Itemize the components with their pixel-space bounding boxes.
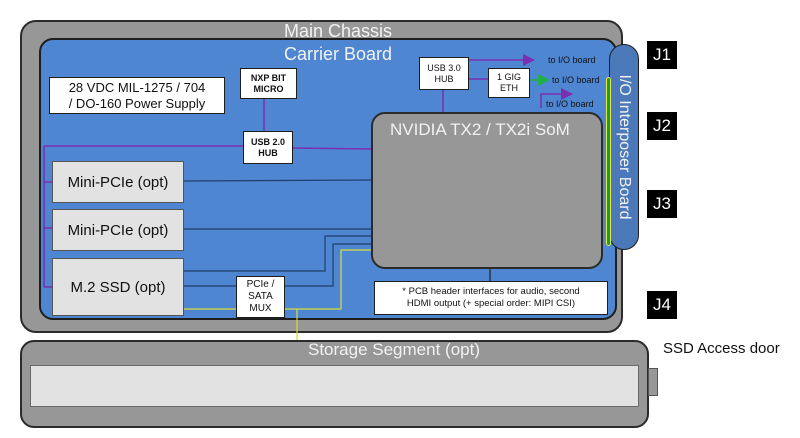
- pcb-header-note: * PCB header interfaces for audio, secon…: [374, 281, 608, 315]
- mux-line2: SATA: [248, 291, 273, 302]
- pcie-line-ssd: [183, 235, 372, 272]
- eth-line1: 1 GIG: [496, 72, 521, 82]
- io-link-label-2: to I/O board: [552, 75, 600, 85]
- slot-3-label: M.2 SSD (opt): [70, 278, 166, 296]
- mini-pcie-slot-1: Mini-PCIe (opt): [52, 161, 184, 203]
- slot-1-label: Mini-PCIe (opt): [67, 173, 169, 191]
- usb2-hub: USB 2.0 HUB: [243, 131, 293, 164]
- usb-line-io3: [540, 88, 573, 108]
- ssd-access-door-label: SSD Access door: [663, 340, 780, 357]
- sata-line-mux-som: [285, 249, 372, 310]
- ssd-access-door-handle[interactable]: [648, 368, 658, 396]
- mini-pcie-slot-2: Mini-PCIe (opt): [52, 209, 184, 251]
- pcie-sata-mux: PCIe / SATA MUX: [236, 276, 285, 318]
- pcie-line-slot1: [182, 179, 373, 182]
- mux-line1: PCIe /: [246, 279, 275, 290]
- power-supply-line1: 28 VDC MIL-1275 / 704: [68, 79, 206, 95]
- connector-j1: J1: [647, 41, 677, 69]
- usb-line-hub-som: [291, 147, 373, 150]
- slot-2-label: Mini-PCIe (opt): [67, 221, 169, 239]
- header-note-line2: HDMI output (+ special order: MIPI CSI): [406, 298, 576, 309]
- header-note-line1: * PCB header interfaces for audio, secon…: [402, 286, 580, 297]
- usb3-line1: USB 3.0: [427, 62, 461, 73]
- io-link-label-1: to I/O board: [548, 55, 596, 65]
- nxp-bit-micro: NXP BIT MICRO: [240, 68, 297, 99]
- connector-j4: J4: [647, 291, 677, 319]
- io-interposer-board: [609, 44, 639, 250]
- gig-eth: 1 GIG ETH: [488, 68, 530, 98]
- ssd-bay: [30, 365, 639, 407]
- io-link-label-3: to I/O board: [546, 99, 594, 109]
- eth-line2: ETH: [500, 83, 518, 93]
- mux-line3: MUX: [249, 303, 272, 314]
- interposer-connector-strip: [606, 77, 611, 246]
- connector-j3: J3: [647, 190, 677, 218]
- storage-segment-label: Storage Segment (opt): [308, 340, 480, 359]
- som-label: NVIDIA TX2 / TX2i SoM: [390, 120, 570, 139]
- usb3-hub: USB 3.0 HUB: [419, 57, 469, 90]
- connector-j2: J2: [647, 112, 677, 140]
- m2-ssd-slot: M.2 SSD (opt): [52, 258, 184, 316]
- usb3-line2: HUB: [434, 73, 454, 84]
- nxp-line1: NXP BIT: [250, 72, 287, 83]
- power-supply: 28 VDC MIL-1275 / 704 / DO-160 Power Sup…: [49, 77, 225, 114]
- usb2-line2: HUB: [258, 147, 278, 158]
- interposer-label: I/O Interposer Board: [616, 74, 633, 220]
- power-supply-line2: / DO-160 Power Supply: [68, 95, 206, 111]
- usb2-line1: USB 2.0: [250, 136, 285, 147]
- nxp-line2: MICRO: [253, 83, 284, 94]
- pcie-line-mux-som: [285, 243, 372, 287]
- main-chassis-label: Main Chassis: [284, 21, 393, 41]
- nvidia-som: [371, 112, 603, 269]
- carrier-board-label: Carrier Board: [284, 44, 393, 64]
